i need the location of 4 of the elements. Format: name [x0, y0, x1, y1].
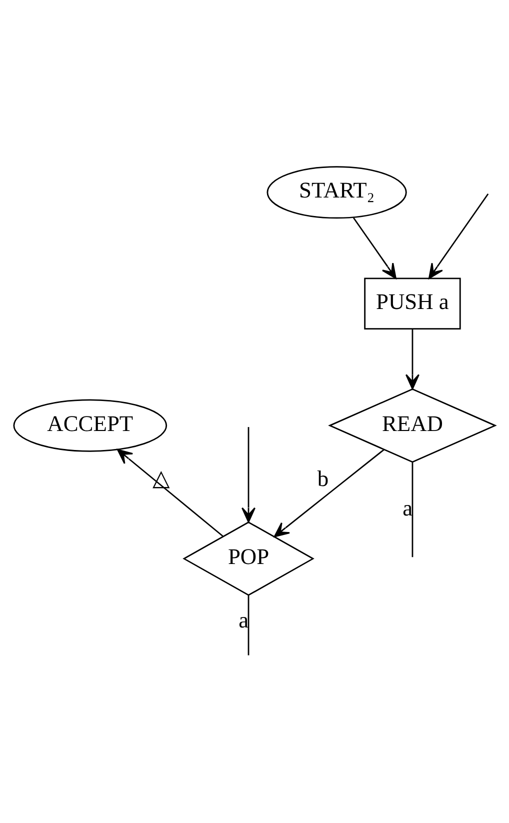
edge-label: a: [402, 495, 413, 520]
edge-label: b: [317, 466, 329, 491]
edge-label: △: [152, 466, 170, 491]
edge-label: a: [238, 607, 249, 632]
